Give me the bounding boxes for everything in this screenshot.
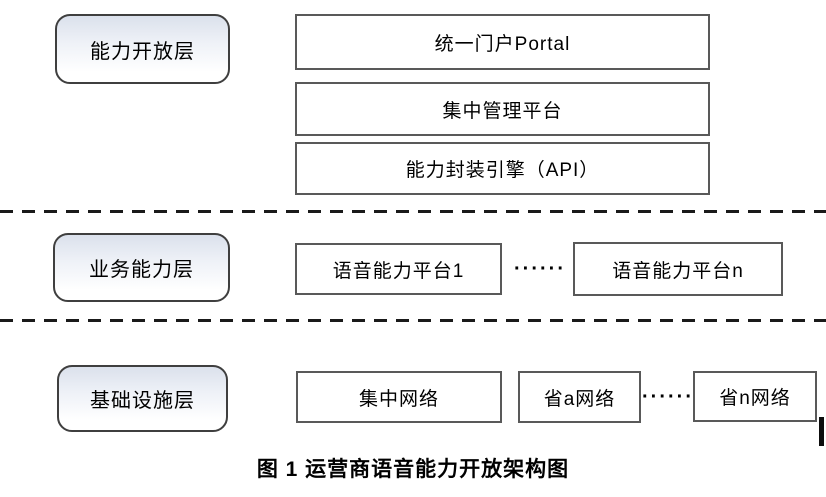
component-label: 语音能力平台1 [332, 260, 465, 282]
right-edge-artifact-bar [819, 417, 824, 446]
component-label: 集中管理平台 [442, 100, 563, 122]
component-label: 省a网络 [543, 388, 616, 410]
component-label: 省n网络 [719, 388, 791, 409]
component-box-central-management-platform: 集中管理平台 [295, 82, 710, 136]
component-box-capability-api-engine: 能力封装引擎（API） [295, 142, 710, 195]
component-box-unified-portal: 统一门户Portal [295, 14, 710, 70]
figure-caption: 图 1 运营商语音能力开放架构图 [256, 458, 570, 481]
component-box-province-a-network: 省a网络 [518, 371, 641, 423]
component-box-voice-platform-n: 语音能力平台n [573, 242, 783, 296]
ellipsis-dots: ······ [514, 257, 566, 280]
component-box-province-n-network: 省n网络 [693, 371, 817, 422]
ellipsis-dots: ······ [642, 385, 694, 408]
layer-pill-infrastructure: 基础设施层 [57, 365, 228, 432]
component-label: 集中网络 [358, 388, 439, 410]
component-label: 能力封装引擎（API） [405, 160, 600, 181]
component-label: 语音能力平台n [612, 260, 744, 282]
layer-pill-label: 能力开放层 [90, 40, 195, 63]
layer-pill-business-capability: 业务能力层 [53, 233, 230, 302]
layer-separator-dashed-line-1 [0, 210, 826, 213]
layer-pill-label: 基础设施层 [90, 390, 195, 412]
layer-pill-capability-open: 能力开放层 [55, 14, 230, 84]
layer-pill-label: 业务能力层 [89, 259, 194, 281]
component-box-central-network: 集中网络 [296, 371, 502, 423]
component-box-voice-platform-1: 语音能力平台1 [295, 243, 502, 295]
component-label: 统一门户Portal [434, 33, 571, 55]
layer-separator-dashed-line-2 [0, 319, 826, 322]
